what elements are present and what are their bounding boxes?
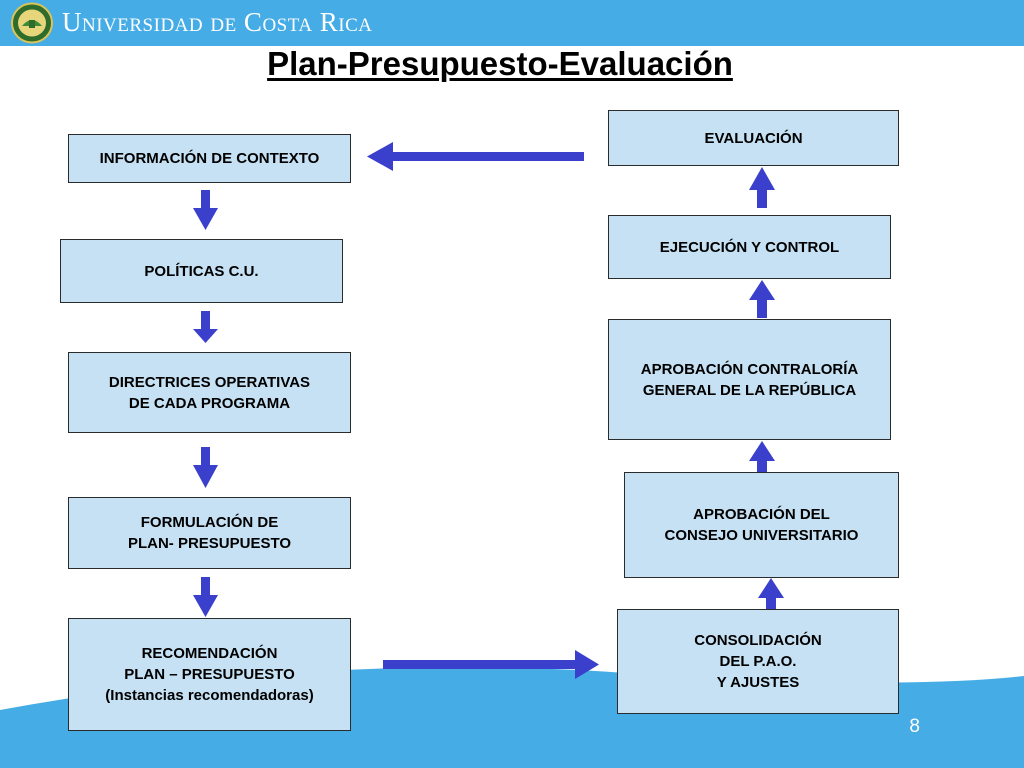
- arrow-up: [749, 280, 775, 318]
- box-aprobacion-contraloria: APROBACIÓN CONTRALORÍA GENERAL DE LA REP…: [608, 319, 891, 440]
- arrow-up: [749, 167, 775, 208]
- box-politicas: POLÍTICAS C.U.: [60, 239, 343, 303]
- arrow-left: [367, 142, 584, 171]
- box-aprobacion-consejo: APROBACIÓN DEL CONSEJO UNIVERSITARIO: [624, 472, 899, 578]
- arrow-right: [383, 650, 599, 679]
- ucr-seal-icon: [11, 2, 53, 44]
- arrow-down: [193, 577, 218, 617]
- box-ejecucion: EJECUCIÓN Y CONTROL: [608, 215, 891, 279]
- university-brand: Universidad de Costa Rica: [62, 7, 373, 37]
- header-bar: [0, 0, 1024, 46]
- arrow-up: [749, 441, 775, 472]
- box-directrices: DIRECTRICES OPERATIVAS DE CADA PROGRAMA: [68, 352, 351, 433]
- page-number: 8: [909, 716, 920, 737]
- box-recomendacion: RECOMENDACIÓN PLAN – PRESUPUESTO (Instan…: [68, 618, 351, 731]
- box-informacion-contexto: INFORMACIÓN DE CONTEXTO: [68, 134, 351, 183]
- arrow-down: [193, 190, 218, 230]
- arrow-up: [758, 578, 784, 609]
- box-evaluacion: EVALUACIÓN: [608, 110, 899, 166]
- arrow-down: [193, 311, 218, 343]
- box-formulacion: FORMULACIÓN DE PLAN- PRESUPUESTO: [68, 497, 351, 569]
- box-consolidacion: CONSOLIDACIÓN DEL P.A.O. Y AJUSTES: [617, 609, 899, 714]
- page-title: Plan-Presupuesto-Evaluación: [267, 45, 733, 82]
- arrow-down: [193, 447, 218, 488]
